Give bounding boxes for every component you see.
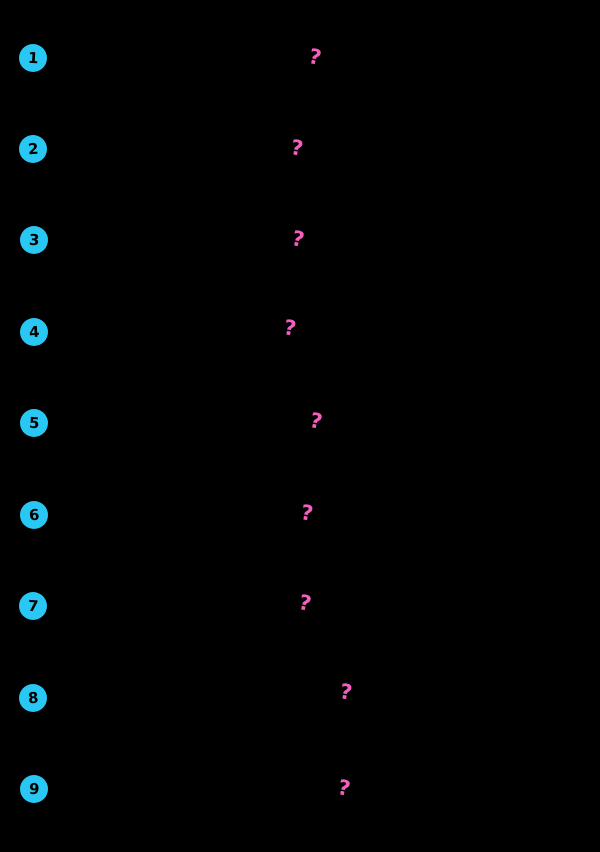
question-number-badge-5: 5 xyxy=(20,409,48,437)
question-number-badge-6: 6 xyxy=(20,501,48,529)
number-label-8: 8 xyxy=(27,688,39,707)
answer-question-mark-5: ? xyxy=(307,407,325,435)
answer-question-mark-2: ? xyxy=(289,135,305,161)
answer-question-mark-3: ? xyxy=(289,225,307,253)
number-label-3: 3 xyxy=(28,230,40,249)
number-label-5: 5 xyxy=(28,413,40,432)
number-label-1: 1 xyxy=(27,48,39,67)
number-label-7: 7 xyxy=(27,596,39,615)
number-label-4: 4 xyxy=(28,322,40,341)
answer-question-mark-4: ? xyxy=(282,315,298,341)
answer-question-mark-9: ? xyxy=(335,774,353,802)
answer-question-mark-7: ? xyxy=(296,589,314,617)
question-number-badge-7: 7 xyxy=(19,592,47,620)
question-number-badge-3: 3 xyxy=(20,226,48,254)
number-label-2: 2 xyxy=(27,139,39,158)
question-number-badge-9: 9 xyxy=(20,775,48,803)
answer-question-mark-1: ? xyxy=(306,43,324,71)
question-number-badge-1: 1 xyxy=(19,44,47,72)
number-label-6: 6 xyxy=(28,505,40,524)
answer-question-mark-6: ? xyxy=(299,500,315,526)
question-number-badge-2: 2 xyxy=(19,135,47,163)
question-number-badge-4: 4 xyxy=(20,318,48,346)
answer-question-mark-8: ? xyxy=(338,679,354,705)
question-number-badge-8: 8 xyxy=(19,684,47,712)
number-label-9: 9 xyxy=(28,779,40,798)
